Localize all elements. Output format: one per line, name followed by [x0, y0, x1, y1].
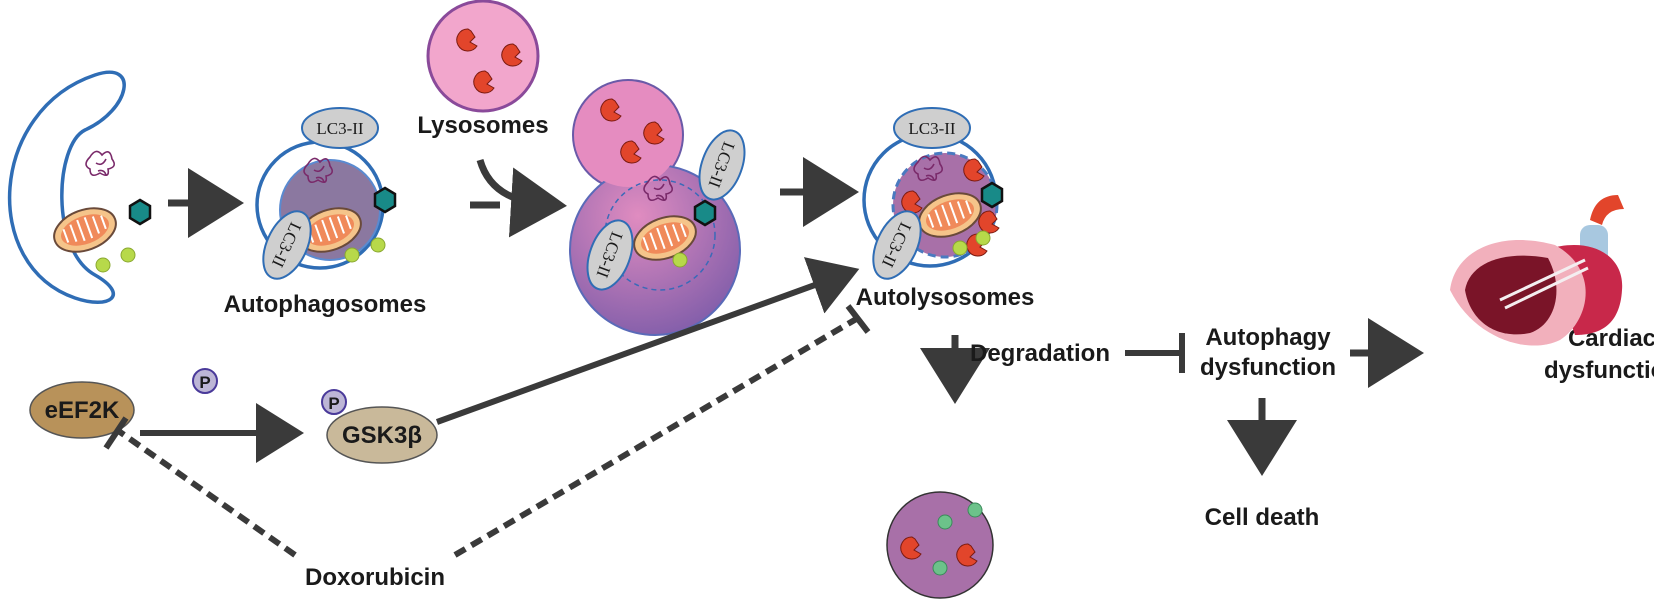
degradation-label: Degradation: [970, 340, 1110, 367]
lc3-ii-label: LC3-II: [908, 119, 956, 138]
degradation-product-vesicle: [886, 491, 994, 599]
autophagosomes-label: Autophagosomes: [224, 291, 427, 318]
gsk3b-promotes-arrow: [435, 257, 860, 425]
phospho-badge: P: [321, 389, 347, 415]
autolysosomes-label: Autolysosomes: [856, 284, 1035, 311]
lysosome: [426, 0, 540, 113]
phospho-badge: P: [192, 368, 218, 394]
doxorubicin-inhibits-autolysosome: [453, 315, 860, 558]
mitochondrion-icon: [47, 199, 123, 261]
doxorubicin-inhibits-eef2k: [118, 429, 297, 558]
gsk3b-node: GSK3β: [326, 406, 438, 464]
heart-icon: [1450, 195, 1624, 346]
autophagy-dysfunction-label-1: Autophagy: [1205, 324, 1331, 351]
lysosomes-label: Lysosomes: [417, 112, 548, 139]
lc3-ii-label: LC3-II: [316, 119, 364, 138]
lc3-ii-marker: [301, 107, 379, 149]
fusing-vesicle: LC3-II LC3-II: [569, 79, 746, 336]
gsk3b-label: GSK3β: [342, 422, 422, 449]
doxorubicin-label: Doxorubicin: [305, 564, 445, 591]
organelle-hexagon-icon: [128, 198, 152, 226]
autophagy-dysfunction-label-2: dysfunction: [1200, 354, 1336, 381]
phospho-label: P: [199, 373, 210, 392]
protein-aggregate-icon: [85, 150, 116, 177]
phospho-label: P: [328, 394, 339, 413]
phagophore: [7, 70, 152, 304]
eef2k-node: eEF2K: [29, 381, 135, 439]
cardiac-dysfunction-label-2: dysfunction: [1544, 357, 1654, 384]
cell-death-label: Cell death: [1205, 504, 1320, 531]
fusion-arrow: [476, 158, 567, 238]
autophagosome: LC3-II LC3-II: [255, 107, 397, 280]
eef2k-label: eEF2K: [45, 397, 120, 424]
autolysosome: LC3-II LC3-II: [862, 107, 1004, 280]
